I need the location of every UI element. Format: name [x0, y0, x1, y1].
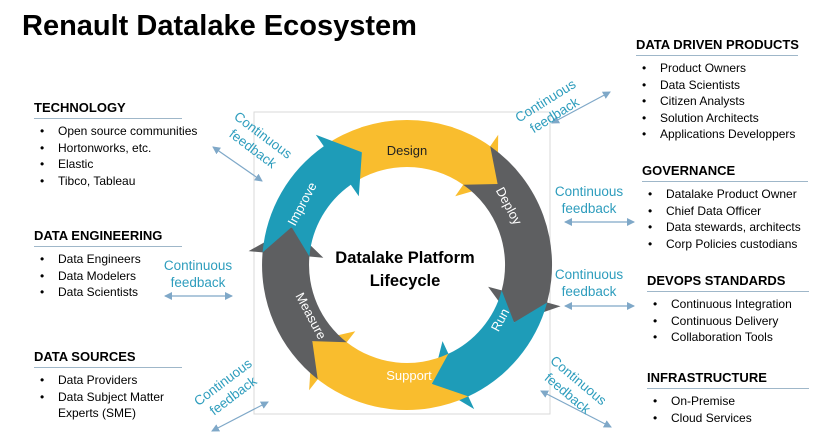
- feedback-arrow-sources: [211, 401, 269, 432]
- ring-segment-design: [323, 119, 499, 197]
- governance-list: Datalake Product Owner Chief Data Office…: [642, 186, 808, 252]
- list-item: Datalake Product Owner: [648, 186, 808, 203]
- list-item: Data Subject Matter Experts (SME): [40, 389, 188, 422]
- technology-list: Open source communities Hortonworks, etc…: [34, 123, 197, 190]
- section-heading: INFRASTRUCTURE: [647, 370, 809, 389]
- page-title: Renault Datalake Ecosystem: [22, 10, 417, 42]
- svg-text:feedback: feedback: [171, 275, 226, 290]
- list-item: Chief Data Officer: [648, 203, 808, 220]
- section-heading: DATA DRIVEN PRODUCTS: [636, 37, 799, 56]
- svg-text:feedback: feedback: [562, 201, 617, 216]
- stage-design-label: Design: [387, 143, 427, 158]
- list-item: Solution Architects: [642, 110, 798, 127]
- ring-segment-deploy: [463, 146, 561, 323]
- list-item: Corp Policies custodians: [648, 236, 808, 253]
- lifecycle-ring: [248, 119, 561, 411]
- section-data-engineering: DATA ENGINEERING Data Engineers Data Mod…: [34, 228, 182, 301]
- list-item: Continuous Integration: [653, 296, 809, 313]
- list-item: Product Owners: [642, 60, 798, 77]
- section-infrastructure: INFRASTRUCTURE On-Premise Cloud Services: [647, 370, 809, 426]
- list-item: Collaboration Tools: [653, 329, 809, 346]
- ring-segment-improve: [262, 134, 362, 257]
- svg-text:Continuous: Continuous: [555, 267, 624, 282]
- list-item: Tibco, Tableau: [40, 173, 182, 190]
- list-item: Data Scientists: [40, 284, 182, 301]
- section-heading: DATA ENGINEERING: [34, 228, 182, 247]
- list-item: Data Providers: [40, 372, 182, 389]
- list-item: Data Scientists: [642, 77, 798, 94]
- feedback-label-devops: Continuous feedback: [555, 267, 624, 299]
- section-data-driven-products: DATA DRIVEN PRODUCTS Product Owners Data…: [636, 37, 799, 143]
- data-engineering-list: Data Engineers Data Modelers Data Scient…: [34, 251, 182, 301]
- list-item: On-Premise: [653, 393, 809, 410]
- list-item: Data Engineers: [40, 251, 182, 268]
- list-item: Citizen Analysts: [642, 93, 798, 110]
- data-driven-products-list: Product Owners Data Scientists Citizen A…: [636, 60, 798, 143]
- section-technology: TECHNOLOGY Open source communities Horto…: [34, 100, 197, 190]
- section-heading: DEVOPS STANDARDS: [647, 273, 809, 292]
- feedback-label-governance: Continuous feedback: [555, 184, 624, 216]
- section-heading: DATA SOURCES: [34, 349, 182, 368]
- feedback-label-infrastructure: Continuous feedback: [542, 353, 610, 417]
- ring-segment-measure: [248, 227, 347, 380]
- section-heading: GOVERNANCE: [642, 163, 808, 182]
- ring-segment-support: [309, 331, 469, 411]
- section-data-sources: DATA SOURCES Data Providers Data Subject…: [34, 349, 182, 422]
- section-devops-standards: DEVOPS STANDARDS Continuous Integration …: [647, 273, 809, 346]
- devops-standards-list: Continuous Integration Continuous Delive…: [647, 296, 809, 346]
- center-title-line2: Lifecycle: [370, 272, 441, 290]
- section-governance: GOVERNANCE Datalake Product Owner Chief …: [642, 163, 808, 252]
- list-item: Data stewards, architects: [648, 219, 808, 236]
- list-item: Hortonworks, etc.: [40, 140, 182, 157]
- infrastructure-list: On-Premise Cloud Services: [647, 393, 809, 426]
- svg-text:Continuous: Continuous: [555, 184, 624, 199]
- list-item: Cloud Services: [653, 410, 809, 427]
- list-item: Open source communities: [40, 123, 197, 140]
- section-heading: TECHNOLOGY: [34, 100, 182, 119]
- feedback-label-technology: Continuous feedback: [226, 109, 295, 172]
- feedback-arrow-products: [551, 91, 611, 124]
- svg-text:feedback: feedback: [562, 284, 617, 299]
- list-item: Continuous Delivery: [653, 313, 809, 330]
- feedback-arrow-infrastructure: [540, 390, 612, 428]
- list-item: Elastic: [40, 156, 182, 173]
- ring-segment-run: [431, 290, 548, 410]
- data-sources-list: Data Providers Data Subject Matter Exper…: [34, 372, 182, 422]
- feedback-arrow-technology: [212, 146, 263, 182]
- list-item: Data Modelers: [40, 268, 182, 285]
- stage-support-label: Support: [386, 368, 432, 383]
- center-title-line1: Datalake Platform: [335, 249, 474, 267]
- list-item: Applications Developpers: [642, 126, 798, 143]
